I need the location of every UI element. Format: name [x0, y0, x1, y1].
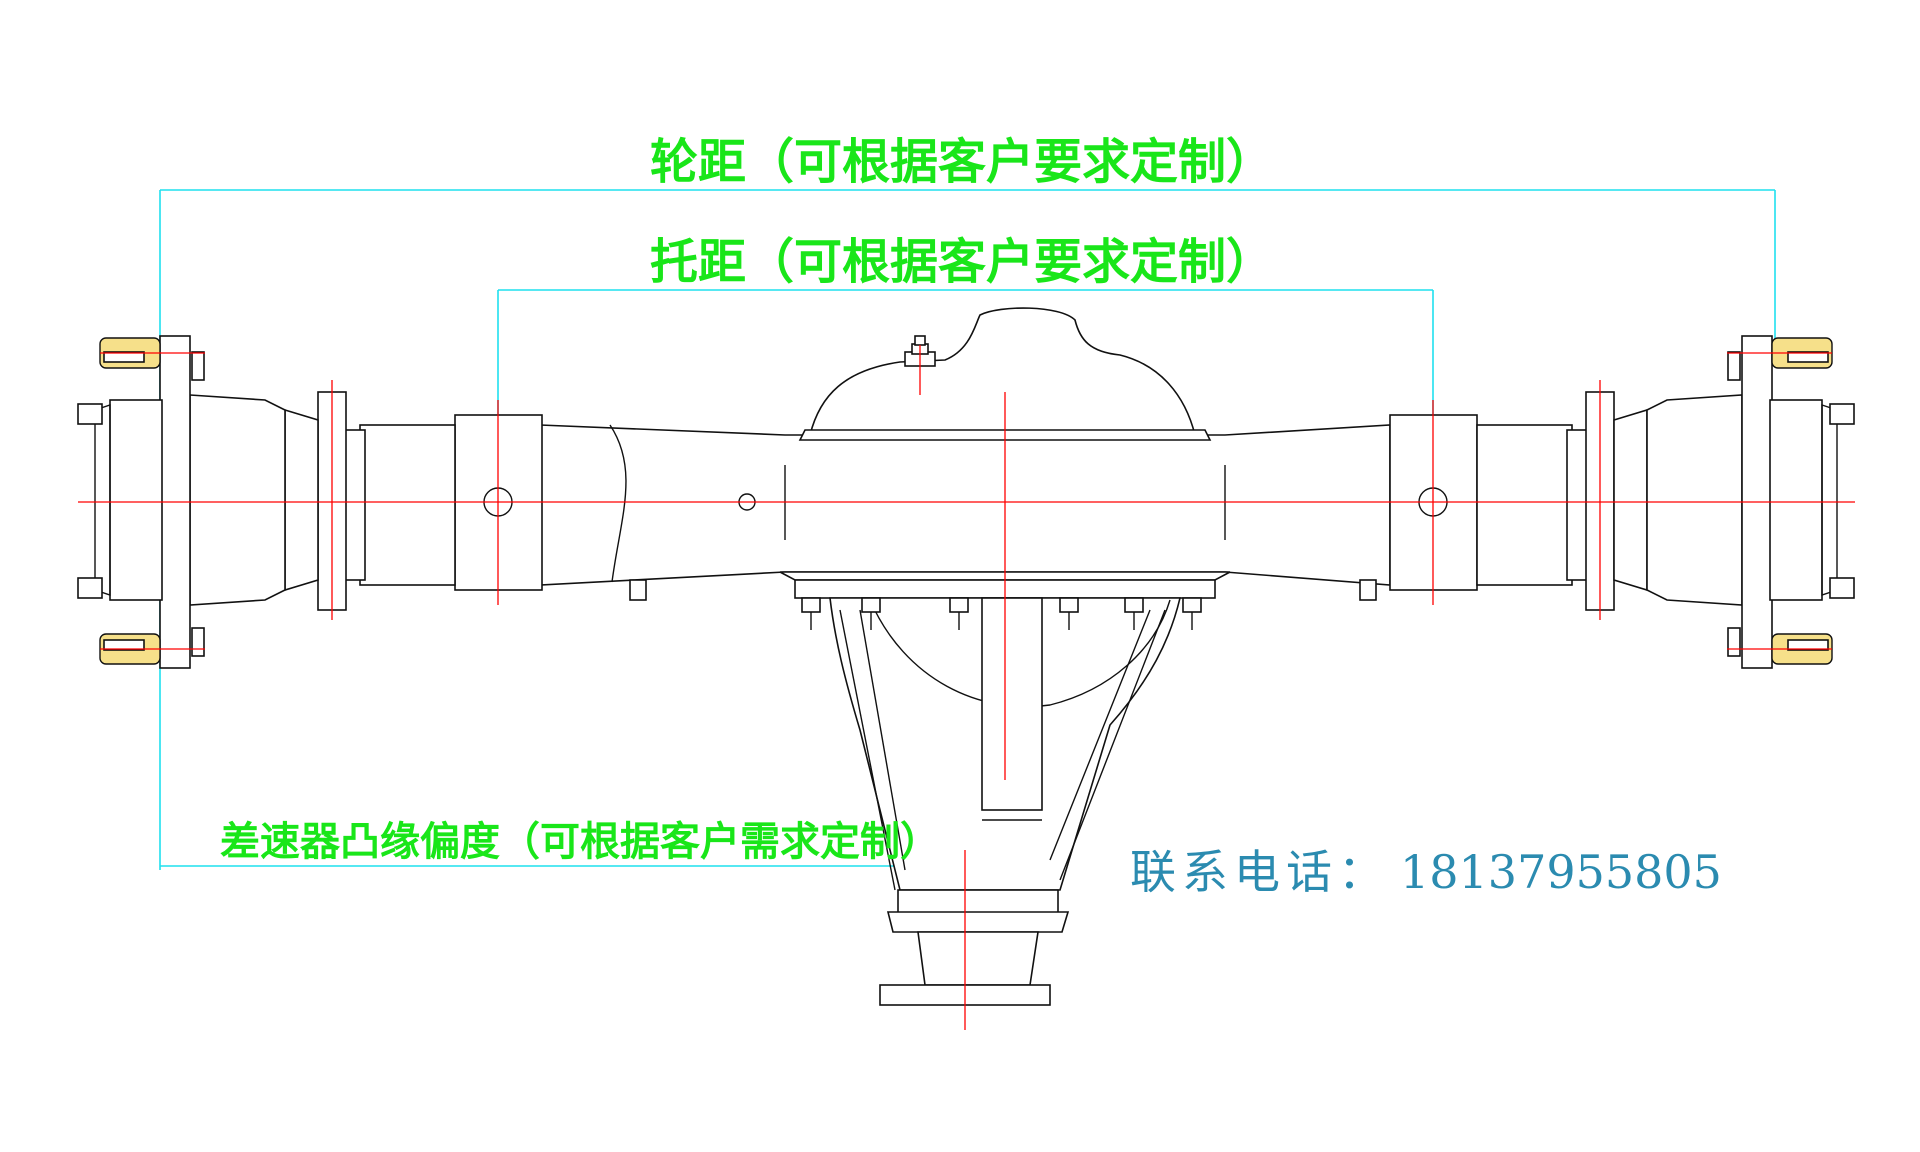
drain-plugs — [629, 579, 1377, 601]
centerlines — [78, 345, 1855, 1030]
axle-housing — [539, 307, 1391, 586]
phone-number: 18137955805 — [1400, 845, 1722, 899]
phone-label: 联系电话： — [1130, 845, 1390, 899]
spring-seat-label: 托距（可根据客户要求定制） — [650, 234, 1274, 290]
left-hub — [77, 335, 456, 669]
carrier-bolts — [801, 597, 1202, 630]
spring-seat-dimension — [497, 289, 1434, 415]
track-width-label: 轮距（可根据客户要求定制） — [650, 134, 1274, 190]
diff-offset-label: 差速器凸缘偏度（可根据客户需求定制） — [220, 819, 940, 865]
